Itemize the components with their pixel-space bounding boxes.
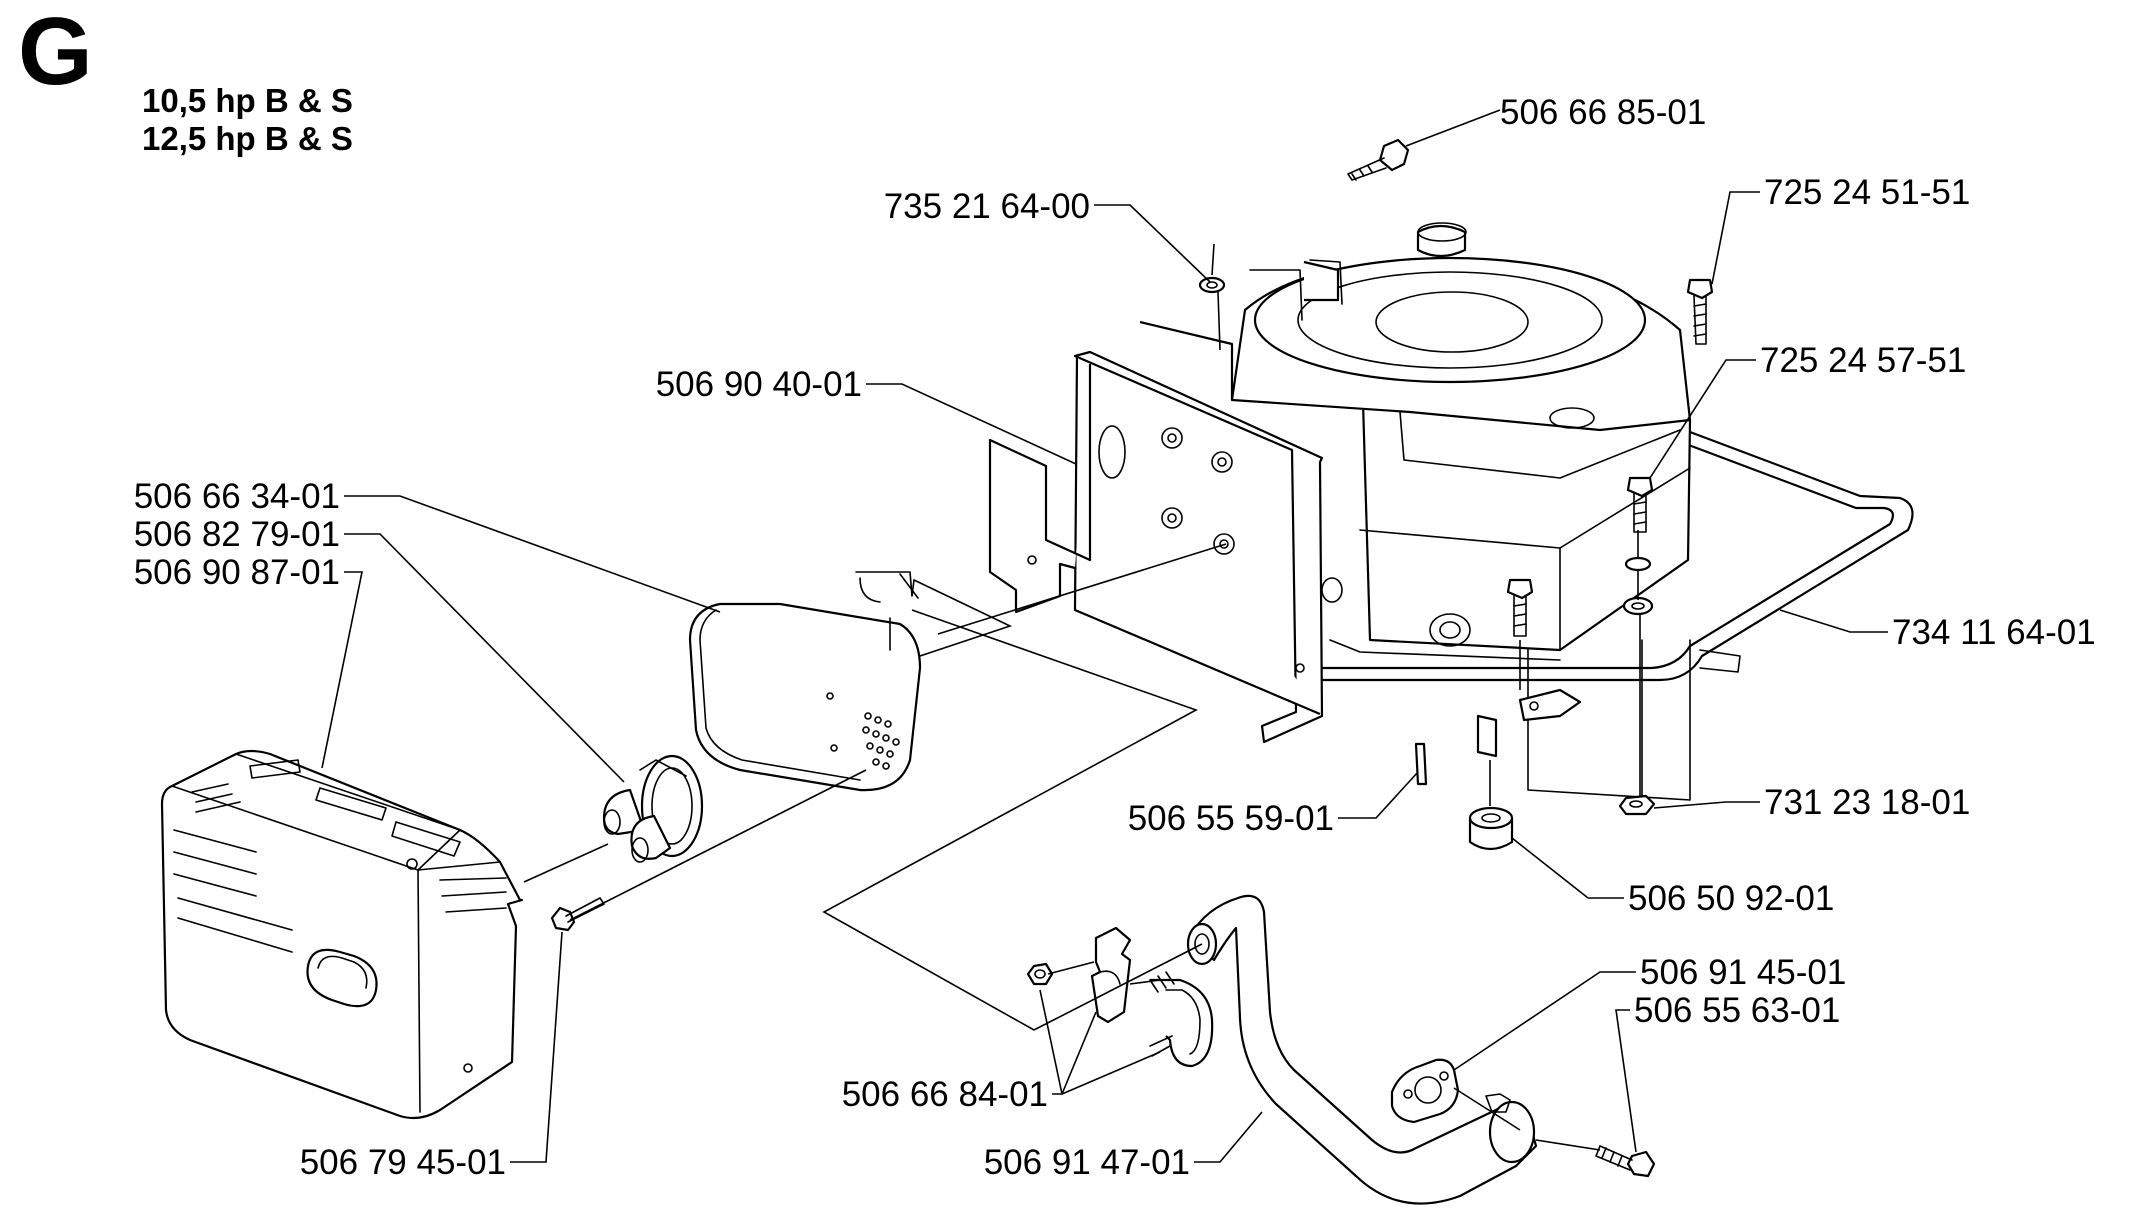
label-bushing: 506 50 92-01 (1628, 879, 1834, 918)
nut-right-drawing (1618, 794, 1656, 816)
label-bolt-right-upper: 725 24 51-51 (1764, 173, 1970, 212)
engine-line-1: 10,5 hp B & S (142, 82, 353, 119)
washer-top-drawing (1198, 276, 1226, 294)
label-muffler: 506 66 34-01 (134, 477, 340, 516)
bracket-plate-drawing (988, 260, 1340, 744)
label-engine-frame: 734 11 64-01 (1892, 613, 2096, 652)
label-muffler-guard: 506 90 87-01 (134, 553, 340, 592)
assembly-lines (523, 243, 1641, 1151)
pin-drawing (1414, 742, 1428, 786)
engine-frame-drawing (1318, 430, 1914, 682)
frame-mount-drawing (1476, 688, 1582, 758)
label-clamp: 506 66 84-01 (842, 1075, 1048, 1114)
label-exhaust-pipe: 506 91 47-01 (984, 1143, 1190, 1182)
engine-line-2: 12,5 hp B & S (142, 120, 353, 157)
muffler-drawing (688, 571, 922, 792)
label-screw-flange: 506 55 63-01 (1634, 991, 1840, 1030)
bolt-right-lower-drawing (1622, 476, 1654, 616)
engine-drawing (1230, 222, 1692, 801)
label-bolt-right-lower: 725 24 57-51 (1760, 341, 1966, 380)
leader-lines (321, 109, 1888, 1163)
screw-flange-drawing (1595, 1145, 1656, 1178)
label-muffler-adapter: 506 82 79-01 (134, 515, 340, 554)
muffler-guard-drawing (160, 749, 524, 1120)
guard-vent-slots (173, 783, 507, 953)
muffler-vent-holes (862, 712, 900, 770)
label-nut-right: 731 23 18-01 (1764, 783, 1970, 822)
gasket-drawing (1390, 1058, 1460, 1124)
bushing-drawing (1468, 806, 1514, 851)
label-bracket-plate: 506 90 40-01 (656, 365, 862, 404)
bolt-top-drawing (1347, 138, 1410, 181)
section-letter: G (18, 0, 93, 105)
label-gasket: 506 91 45-01 (1640, 953, 1846, 992)
bolt-center-drawing (1506, 578, 1534, 637)
screw-guard-drawing (550, 897, 605, 932)
label-bolt-top: 506 66 85-01 (1500, 93, 1706, 132)
label-washer-top: 735 21 64-00 (884, 187, 1090, 226)
label-pin: 506 55 59-01 (1128, 799, 1334, 838)
muffler-adapter-drawing (602, 754, 704, 863)
clamp-drawing (1026, 926, 1214, 1068)
label-screw-guard: 506 79 45-01 (300, 1143, 506, 1182)
part-number-labels: 506 66 85-01 735 21 64-00 725 24 51-51 7… (134, 93, 2096, 1182)
bolt-right-upper-drawing (1686, 278, 1714, 345)
